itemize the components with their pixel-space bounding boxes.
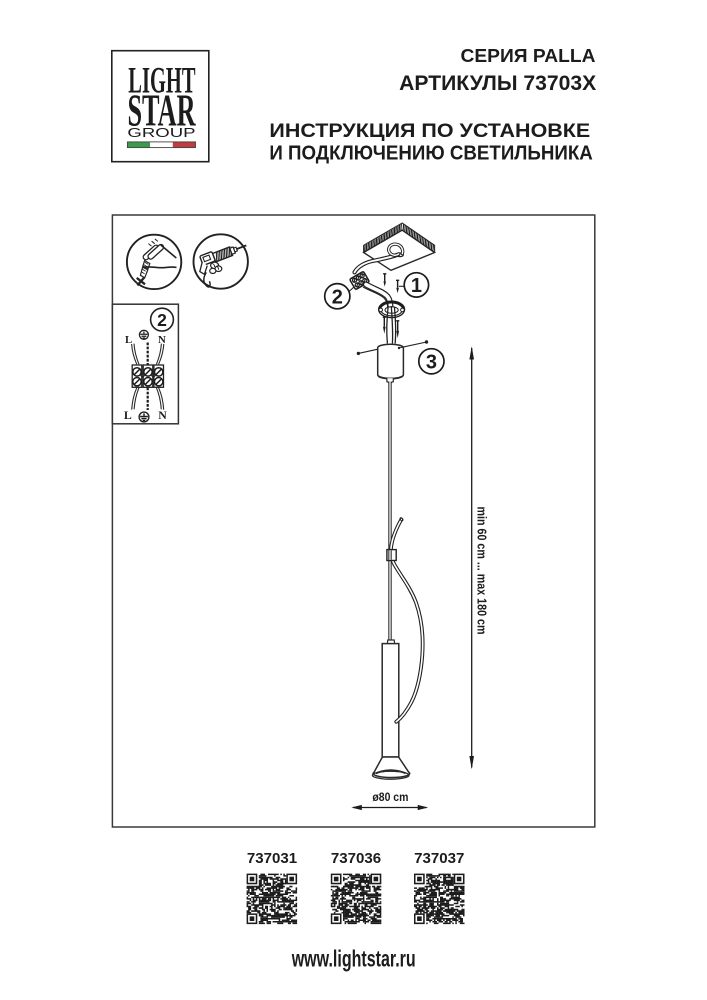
svg-text:STAR: STAR	[127, 85, 196, 136]
svg-text:737031: 737031	[247, 851, 297, 867]
svg-text:АРТИКУЛЫ 73703X: АРТИКУЛЫ 73703X	[399, 72, 596, 95]
svg-text:СЕРИЯ PALLA: СЕРИЯ PALLA	[461, 46, 596, 66]
svg-text:3: 3	[426, 351, 437, 373]
svg-text:2: 2	[157, 310, 167, 330]
svg-text:LIGHT: LIGHT	[128, 61, 195, 102]
svg-text:www.lightstar.ru: www.lightstar.ru	[291, 946, 416, 972]
svg-text:1: 1	[411, 275, 422, 297]
svg-text:GROUP: GROUP	[127, 125, 195, 140]
svg-text:N: N	[158, 334, 166, 346]
svg-text:ИНСТРУКЦИЯ ПО УСТАНОВКЕ: ИНСТРУКЦИЯ ПО УСТАНОВКЕ	[269, 120, 590, 142]
svg-text:L: L	[124, 408, 132, 422]
svg-text:ø80 cm: ø80 cm	[372, 790, 408, 804]
svg-text:2: 2	[332, 286, 343, 308]
svg-text:L: L	[125, 334, 132, 346]
svg-text:737037: 737037	[414, 851, 464, 867]
svg-text:N: N	[158, 408, 167, 422]
svg-text:737036: 737036	[331, 851, 381, 867]
svg-text:min 60 cm ... max 180 cm: min 60 cm ... max 180 cm	[474, 507, 489, 635]
svg-text:И ПОДКЛЮЧЕНИЮ СВЕТИЛЬНИКА: И ПОДКЛЮЧЕНИЮ СВЕТИЛЬНИКА	[269, 143, 593, 165]
